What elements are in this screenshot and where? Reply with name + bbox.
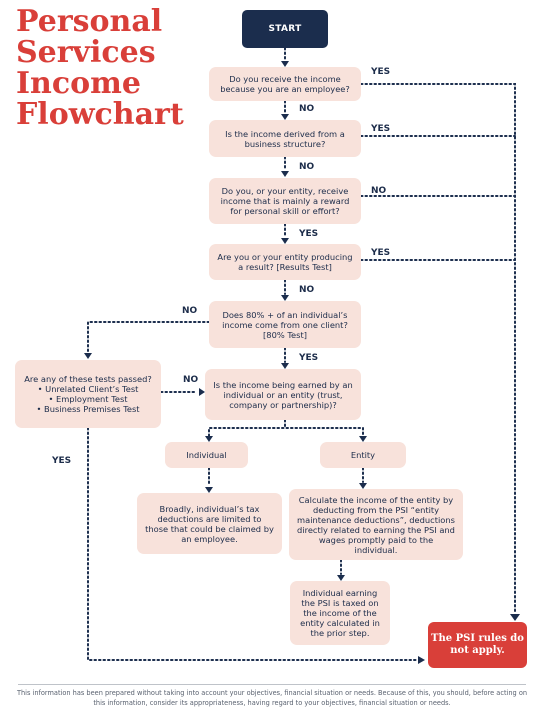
connector — [87, 321, 210, 353]
arrowhead — [510, 614, 520, 621]
arrowhead — [418, 656, 425, 664]
question-results-test: Are you or your entity producing a resul… — [209, 244, 361, 280]
individual-deductions-box: Broadly, individual’s tax deductions are… — [137, 493, 282, 554]
entity-taxed-box: Individual earning the PSI is taxed on t… — [290, 581, 390, 645]
start-node: START — [242, 10, 328, 48]
question-text: Do you, or your entity, receive income t… — [220, 186, 350, 216]
arrowhead — [281, 61, 289, 67]
yes-label: YES — [52, 456, 72, 466]
arrowhead — [337, 575, 345, 581]
footer-divider — [18, 684, 526, 685]
arrowhead — [205, 487, 213, 493]
question-80-percent-test: Does 80% + of an individual’s income com… — [209, 301, 361, 348]
title-line: Services — [16, 35, 156, 70]
psi-rules-do-not-apply: The PSI rules do not apply. — [428, 622, 527, 668]
flowchart-title: Personal Services Income Flowchart — [16, 6, 206, 130]
question-employee: Do you receive the income because you ar… — [209, 67, 361, 101]
yes-label: YES — [371, 248, 391, 258]
arrowhead — [205, 436, 213, 442]
individual-node: Individual — [165, 442, 248, 468]
arrowhead — [199, 388, 205, 396]
disclaimer: This information has been prepared witho… — [16, 689, 528, 707]
outcome-text: Individual earning the PSI is taxed on t… — [300, 588, 380, 638]
arrowhead — [84, 353, 92, 359]
no-label: NO — [183, 375, 199, 385]
title-line: Personal — [16, 4, 163, 39]
no-label: NO — [299, 162, 315, 172]
yes-label: YES — [299, 353, 319, 363]
question-text: Is the income derived from a business st… — [225, 128, 345, 149]
branch-label: Individual — [186, 450, 227, 460]
question-text: Are any of these tests passed? • Unrelat… — [24, 374, 152, 414]
arrowhead — [281, 363, 289, 369]
arrowhead — [281, 295, 289, 301]
connector — [208, 427, 364, 437]
yes-label: YES — [371, 124, 391, 134]
outcome-text: Calculate the income of the entity by de… — [297, 494, 455, 555]
connector — [87, 427, 417, 661]
no-label: NO — [371, 186, 387, 196]
question-text: Does 80% + of an individual’s income com… — [222, 309, 348, 340]
question-individual-or-entity: Is the income being earned by an individ… — [205, 369, 361, 420]
yes-label: YES — [299, 229, 319, 239]
question-business-structure: Is the income derived from a business st… — [209, 120, 361, 157]
result-text: The PSI rules do not apply. — [431, 633, 524, 656]
arrowhead — [359, 483, 367, 489]
branch-label: Entity — [350, 450, 376, 460]
arrowhead — [281, 114, 289, 120]
entity-calculation-box: Calculate the income of the entity by de… — [289, 489, 463, 560]
question-text: Do you receive the income because you ar… — [220, 74, 350, 94]
outcome-text: Broadly, individual’s tax deductions are… — [145, 503, 274, 544]
arrowhead — [281, 171, 289, 177]
no-label: NO — [182, 306, 198, 316]
title-line: Income — [16, 66, 141, 101]
connector — [360, 83, 516, 613]
entity-node: Entity — [320, 442, 406, 468]
title-line: Flowchart — [16, 97, 184, 132]
no-label: NO — [299, 285, 315, 295]
arrowhead — [359, 436, 367, 442]
question-text: Are you or your entity producing a resul… — [217, 252, 353, 272]
arrowhead — [281, 238, 289, 244]
question-text: Is the income being earned by an individ… — [213, 379, 353, 410]
yes-label: YES — [371, 67, 391, 77]
tests-passed-question: Are any of these tests passed? • Unrelat… — [15, 360, 161, 428]
no-label: NO — [299, 104, 315, 114]
question-personal-effort: Do you, or your entity, receive income t… — [209, 178, 361, 224]
